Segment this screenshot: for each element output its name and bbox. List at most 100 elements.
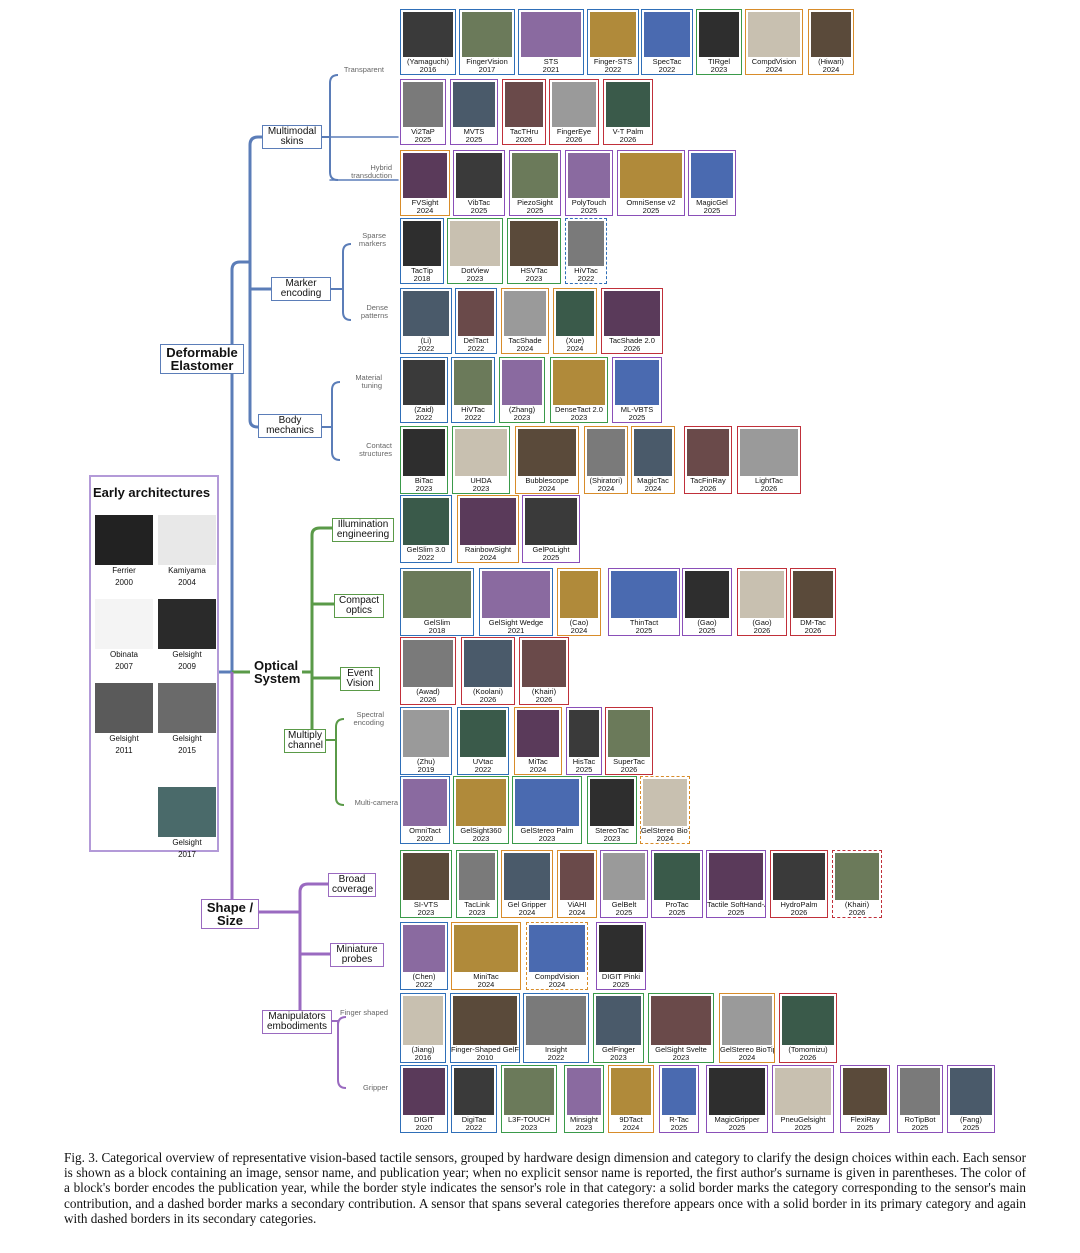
sensor-photo bbox=[403, 82, 443, 127]
sensor-photo bbox=[95, 683, 153, 733]
sensor-year: 2025 bbox=[470, 206, 488, 215]
sensor-name: (Gao) bbox=[752, 618, 772, 627]
early-item-year: 2009 bbox=[178, 662, 196, 671]
sensor-photo bbox=[515, 779, 579, 826]
sensor-photo bbox=[517, 710, 559, 757]
sensor-year: 2024 bbox=[416, 206, 434, 215]
figure-caption: Fig. 3. Categorical overview of represen… bbox=[64, 1150, 1026, 1226]
sensor-photo bbox=[590, 12, 636, 57]
sensor-photo bbox=[634, 429, 672, 476]
sensor-name: (Tomomizu) bbox=[788, 1045, 828, 1054]
sensor-name: RoTipBot bbox=[904, 1115, 936, 1124]
category-label-event: Event Vision bbox=[340, 667, 380, 691]
sensor-photo bbox=[450, 221, 500, 266]
early-item-year: 2007 bbox=[115, 662, 133, 671]
sensor-name: (Koolani) bbox=[472, 687, 503, 696]
sensor-year: 2025 bbox=[698, 626, 716, 635]
sensor-photo bbox=[685, 571, 729, 618]
sensor-photo bbox=[596, 996, 641, 1045]
early-item-name: Gelsight bbox=[172, 734, 202, 743]
sensor-name: LightTac bbox=[755, 476, 783, 485]
early-item-year: 2011 bbox=[115, 746, 133, 755]
sensor-year: 2022 bbox=[417, 344, 435, 353]
sensor-block: (Khairi)2026 bbox=[519, 637, 569, 705]
sensor-block: (Khairi)2026 bbox=[832, 850, 882, 918]
sensor-photo bbox=[793, 571, 833, 618]
sensor-photo bbox=[699, 12, 739, 57]
sensor-year: 2025 bbox=[728, 1123, 746, 1132]
sensor-name: TacShade bbox=[508, 336, 542, 345]
sensor-name: (Khairi) bbox=[531, 687, 557, 696]
dimension-label-deformable: Deformable Elastomer bbox=[160, 344, 244, 374]
tree-branch bbox=[310, 526, 332, 672]
sensor-photo bbox=[456, 779, 506, 826]
sensor-name: HiVTac bbox=[461, 405, 485, 414]
sensor-photo bbox=[403, 12, 453, 57]
sensor-name: TacFinRay bbox=[690, 476, 726, 485]
sensor-photo bbox=[526, 996, 586, 1045]
sensor-photo bbox=[587, 429, 625, 476]
sensor-year: 2024 bbox=[822, 65, 840, 74]
sensor-photo bbox=[687, 429, 729, 476]
sensor-year: 2020 bbox=[416, 834, 434, 843]
tree-branch bbox=[248, 262, 271, 291]
sensor-photo bbox=[403, 779, 447, 826]
sensor-year: 2023 bbox=[610, 1053, 627, 1062]
tree-branch bbox=[337, 1021, 347, 1089]
tree-branch bbox=[331, 243, 352, 290]
sensor-block: (Zhang)2023 bbox=[499, 357, 545, 423]
sensor-photo bbox=[525, 498, 577, 545]
sensor-photo bbox=[456, 153, 502, 198]
sensor-year: 2025 bbox=[612, 980, 630, 989]
sensor-year: 2025 bbox=[670, 1123, 688, 1132]
sensor-year: 2025 bbox=[465, 135, 483, 144]
sensor-year: 2026 bbox=[623, 344, 641, 353]
sensor-year: 2026 bbox=[699, 484, 717, 493]
sensor-name: Finger-STS bbox=[593, 57, 633, 66]
tree-branch bbox=[230, 672, 260, 914]
category-label-multiply: Multiply channel bbox=[284, 729, 326, 753]
subcategory-label-material: Material tuning bbox=[355, 373, 382, 390]
early-item-name: Kamiyama bbox=[168, 566, 206, 575]
sensor-name: GelStereo Palm bbox=[520, 826, 574, 835]
sensor-year: 2025 bbox=[727, 908, 745, 917]
sensor-year: 2021 bbox=[507, 626, 525, 635]
sensor-name: TacShade 2.0 bbox=[609, 336, 655, 345]
sensor-name: FlexiRay bbox=[850, 1115, 880, 1124]
sensor-name: GelFinger bbox=[602, 1045, 635, 1054]
sensor-name: OmniSense v2 bbox=[626, 198, 676, 207]
sensor-year: 2024 bbox=[738, 1053, 756, 1062]
category-label-broad: Broad coverage bbox=[328, 873, 376, 897]
sensor-photo bbox=[722, 996, 772, 1045]
sensor-photo bbox=[603, 853, 645, 900]
